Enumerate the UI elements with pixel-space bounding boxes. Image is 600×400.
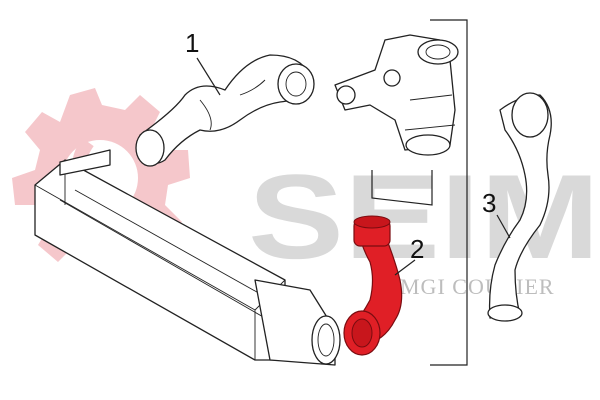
callout-1: 1: [185, 28, 199, 58]
throttle-housing: [334, 34, 459, 156]
callout-3: 3: [482, 188, 496, 218]
intercooler: [34, 149, 341, 366]
hose-3: [487, 92, 552, 322]
callout-2: 2: [410, 234, 424, 264]
leader-lines: [196, 19, 511, 366]
hose-1: [135, 54, 315, 167]
hose-2: [343, 215, 403, 356]
watermark-subtitle: MGI COUTIER: [400, 274, 555, 299]
